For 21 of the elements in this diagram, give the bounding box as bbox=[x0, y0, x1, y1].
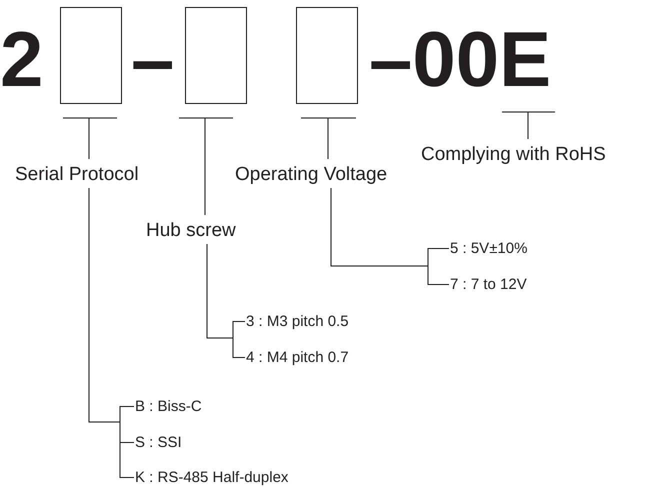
option-text: 7 : 7 to 12V bbox=[450, 277, 527, 292]
code-slot-box bbox=[296, 7, 358, 104]
field-heading: Serial Protocol bbox=[15, 165, 139, 184]
option-text: 5 : 5V±10% bbox=[450, 241, 528, 256]
option-text: 3 : M3 pitch 0.5 bbox=[246, 314, 349, 329]
leader-line bbox=[204, 118, 206, 216]
leader-line bbox=[88, 118, 90, 160]
part-number-text: 2 bbox=[0, 20, 44, 98]
option-text: 4 : M4 pitch 0.7 bbox=[246, 350, 349, 365]
part-number-text: – bbox=[131, 20, 174, 98]
code-slot-box bbox=[60, 7, 122, 104]
leader-line bbox=[330, 188, 450, 285]
code-slot-box bbox=[185, 7, 247, 104]
field-heading: Complying with RoHS bbox=[421, 145, 606, 164]
field-heading: Hub screw bbox=[146, 221, 236, 240]
option-text: B : Biss-C bbox=[135, 399, 202, 414]
option-text: K : RS-485 Half-duplex bbox=[135, 470, 288, 485]
part-number-text: –00E bbox=[369, 20, 552, 98]
leader-line bbox=[206, 244, 246, 358]
option-text: S : SSI bbox=[135, 435, 182, 450]
field-heading: Operating Voltage bbox=[235, 165, 388, 184]
